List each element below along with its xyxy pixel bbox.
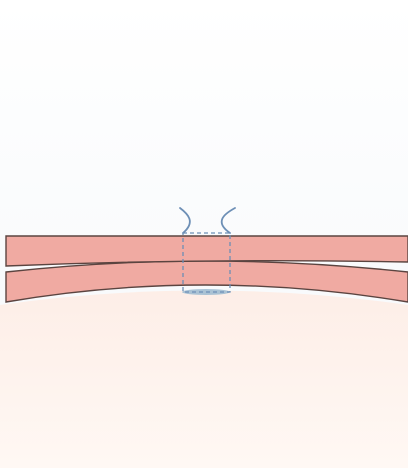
lower-tissue-mass xyxy=(0,291,408,468)
straight-tissue-layer xyxy=(6,236,408,266)
